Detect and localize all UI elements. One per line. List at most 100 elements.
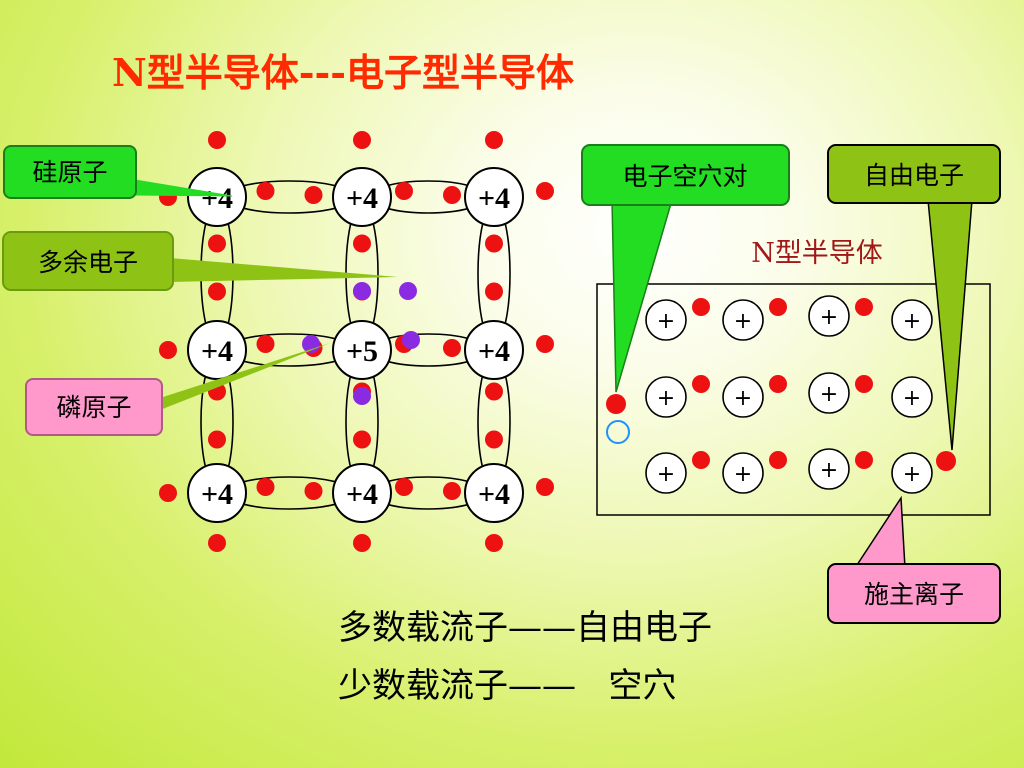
donor-ion: + bbox=[645, 376, 687, 418]
donor-ion: + bbox=[645, 299, 687, 341]
atom-charge-label: +4 bbox=[201, 182, 233, 215]
donor-ion: + bbox=[891, 376, 933, 418]
donor-ion: + bbox=[722, 452, 764, 494]
donor-ion: + bbox=[808, 372, 850, 414]
donor-ion-circle bbox=[891, 452, 933, 494]
callout-electron-hole-pair-label: 电子空穴对 bbox=[622, 162, 747, 191]
valence-electron bbox=[208, 131, 226, 149]
valence-electron bbox=[208, 282, 226, 301]
donor-ion-circle bbox=[808, 448, 850, 490]
donor-ion-circle bbox=[891, 299, 933, 341]
donor-ion-symbol: + bbox=[657, 309, 675, 334]
bound-electron bbox=[855, 375, 873, 393]
valence-electron bbox=[304, 482, 323, 500]
atom-charge-label: +5 bbox=[346, 335, 378, 368]
valence-electron bbox=[256, 335, 275, 353]
atom: +4 bbox=[187, 167, 247, 227]
donor-ion-circle bbox=[808, 372, 850, 414]
atom-core bbox=[332, 320, 392, 380]
valence-electron bbox=[485, 430, 503, 449]
atom-core bbox=[332, 167, 392, 227]
donor-ion-symbol: + bbox=[903, 462, 921, 487]
donor-ion: + bbox=[891, 452, 933, 494]
donor-ion-circle bbox=[722, 299, 764, 341]
bound-electron bbox=[855, 298, 873, 316]
donor-ion-grid: + + + + + + + + + + + + bbox=[645, 295, 933, 494]
bound-electron bbox=[855, 451, 873, 469]
valence-electron bbox=[353, 430, 371, 449]
atom: +4 bbox=[187, 320, 247, 380]
callout-free-electron: 自由电子 bbox=[827, 144, 1001, 451]
donor-ion-symbol: + bbox=[734, 309, 752, 334]
donor-ion-symbol: + bbox=[903, 309, 921, 334]
valence-electron bbox=[485, 382, 503, 401]
donor-ion-symbol: + bbox=[820, 458, 838, 483]
donor-ion: + bbox=[645, 452, 687, 494]
callout-phosphorus-atom-label: 磷原子 bbox=[56, 393, 131, 422]
donor-ion: + bbox=[808, 295, 850, 337]
donor-ion-symbol: + bbox=[820, 382, 838, 407]
valence-electron bbox=[443, 339, 461, 357]
valence-electron bbox=[353, 234, 371, 253]
atom: +5 bbox=[332, 320, 392, 380]
donor-ion-circle bbox=[645, 376, 687, 418]
atom: +4 bbox=[464, 463, 524, 523]
donor-ion: + bbox=[722, 376, 764, 418]
atom-core bbox=[187, 320, 247, 380]
callout-extra-electron-label: 多余电子 bbox=[38, 248, 138, 277]
donor-ion-circle bbox=[645, 452, 687, 494]
phosphorus-electron bbox=[353, 387, 371, 405]
phosphorus-electron bbox=[399, 282, 417, 300]
atom: +4 bbox=[464, 320, 524, 380]
donor-ion-symbol: + bbox=[734, 386, 752, 411]
bound-electron bbox=[692, 375, 710, 393]
atom-charge-label: +4 bbox=[201, 478, 233, 511]
bound-electron bbox=[769, 451, 787, 469]
donor-ion: + bbox=[808, 448, 850, 490]
hole bbox=[606, 420, 630, 444]
valence-electron bbox=[208, 430, 226, 449]
valence-electron bbox=[304, 186, 323, 204]
atom-charge-label: +4 bbox=[346, 478, 378, 511]
n-type-label: N型半导体 bbox=[751, 238, 883, 269]
callout-free-electron-label: 自由电子 bbox=[864, 161, 964, 190]
bound-electron bbox=[692, 298, 710, 316]
atom-charge-label: +4 bbox=[346, 182, 378, 215]
atom-core bbox=[332, 463, 392, 523]
atom-charge-label: +4 bbox=[478, 478, 510, 511]
atom: +4 bbox=[332, 463, 392, 523]
valence-electron bbox=[536, 335, 554, 353]
callout-donor-ion: 施主离子 bbox=[827, 495, 1001, 624]
bound-electron bbox=[769, 375, 787, 393]
hole-pair-electron bbox=[606, 394, 626, 414]
valence-electron bbox=[485, 234, 503, 253]
free-electron bbox=[936, 451, 956, 471]
n-type-box: N型半导体 + + + + + + + + + + + + bbox=[596, 238, 991, 516]
donor-ion-circle bbox=[722, 376, 764, 418]
valence-electron bbox=[485, 534, 503, 552]
callout-silicon-atom: 硅原子 bbox=[3, 145, 233, 199]
atom-core bbox=[187, 167, 247, 227]
valence-electron bbox=[256, 182, 275, 200]
atom-core bbox=[464, 320, 524, 380]
valence-electron bbox=[353, 534, 371, 552]
valence-electron bbox=[208, 234, 226, 253]
donor-ion-symbol: + bbox=[657, 386, 675, 411]
valence-electron bbox=[208, 534, 226, 552]
minority-carrier-text: 少数载流子—— 空穴 bbox=[338, 666, 677, 706]
atom: +4 bbox=[187, 463, 247, 523]
donor-ion-circle bbox=[891, 376, 933, 418]
atom-charge-label: +4 bbox=[478, 182, 510, 215]
callout-phosphorus-atom: 磷原子 bbox=[25, 343, 330, 436]
atom: +4 bbox=[332, 167, 392, 227]
donor-ion-circle bbox=[808, 295, 850, 337]
callout-donor-ion-label: 施主离子 bbox=[864, 580, 964, 609]
donor-ion: + bbox=[891, 299, 933, 341]
atom-charge-label: +4 bbox=[201, 335, 233, 368]
donor-ion-symbol: + bbox=[903, 386, 921, 411]
valence-electron bbox=[485, 131, 503, 149]
valence-electron bbox=[443, 186, 461, 204]
donor-ion-symbol: + bbox=[657, 462, 675, 487]
valence-electron bbox=[395, 478, 413, 496]
